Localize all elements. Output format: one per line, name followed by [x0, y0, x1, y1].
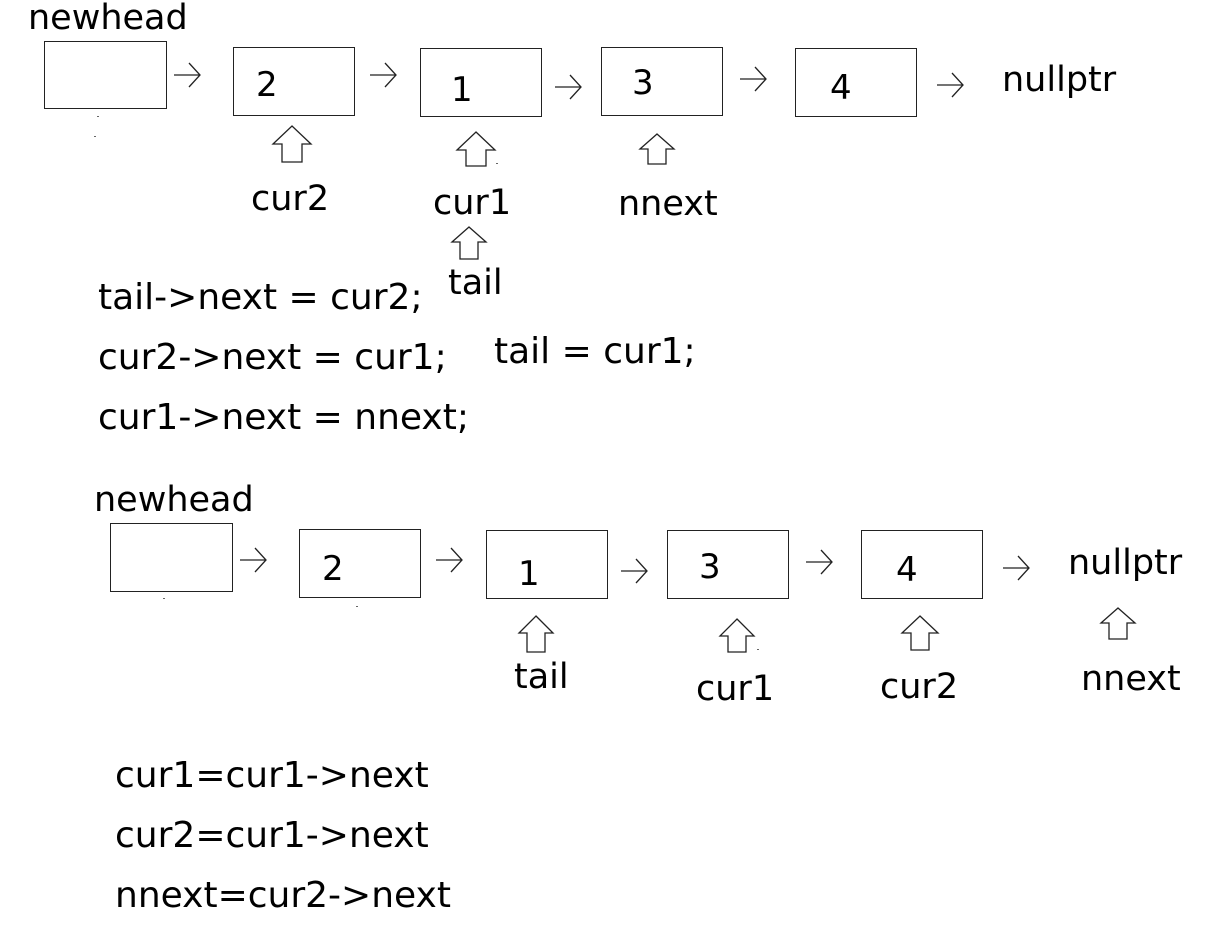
bottom-node-4-value: 4	[896, 550, 918, 590]
stray-dot	[356, 606, 358, 607]
bottom-arrow-2	[619, 556, 649, 586]
bottom-nnext-pointer-icon	[1099, 606, 1144, 646]
top-cur1-pointer-icon	[454, 130, 498, 170]
bottom-newhead-label: newhead	[94, 480, 254, 520]
bottom-node-3: 3	[667, 530, 789, 599]
top-node-4: 4	[795, 48, 917, 117]
top-arrow-1	[368, 60, 398, 90]
top-nnext-label: nnext	[618, 184, 718, 224]
bottom-arrow-0	[238, 545, 268, 575]
top-newhead-node	[44, 41, 167, 109]
bottom-node-3-value: 3	[699, 547, 721, 587]
top-cur1-label: cur1	[433, 183, 512, 223]
top-arrow-0	[172, 60, 202, 90]
bottom-arrow-1	[434, 545, 464, 575]
bottom-node-1: 2	[299, 529, 421, 598]
top-node-2-value: 1	[451, 70, 473, 110]
bottom-cur2-pointer-icon	[899, 614, 943, 654]
bottom-cur1-pointer-icon	[717, 617, 761, 657]
bottom-node-1-value: 2	[322, 549, 344, 589]
bottom-node-2-value: 1	[518, 554, 540, 594]
top-cur2-label: cur2	[251, 179, 330, 219]
code-top-line-2: cur2->next = cur1;	[98, 337, 447, 378]
top-tail-label: tail	[448, 263, 503, 303]
top-arrow-2	[553, 72, 583, 102]
code-top-side: tail = cur1;	[494, 331, 696, 372]
top-node-4-value: 4	[830, 68, 852, 108]
stray-dot	[757, 649, 759, 650]
top-nnext-pointer-icon	[637, 132, 681, 172]
bottom-tail-pointer-icon	[516, 614, 560, 654]
bottom-node-4: 4	[861, 530, 983, 599]
top-arrow-3	[738, 64, 768, 94]
top-arrow-4	[935, 70, 965, 100]
stray-dot	[97, 116, 99, 117]
bottom-arrow-4	[1001, 553, 1031, 583]
bottom-tail-label: tail	[514, 657, 569, 697]
code-bottom-line-3: nnext=cur2->next	[115, 875, 451, 916]
code-top-line-3: cur1->next = nnext;	[98, 397, 469, 438]
stray-dot	[496, 163, 498, 164]
bottom-newhead-node	[110, 523, 233, 592]
top-cur2-pointer-icon	[270, 124, 314, 164]
code-bottom-line-1: cur1=cur1->next	[115, 755, 429, 796]
bottom-null-label: nullptr	[1068, 543, 1183, 583]
top-newhead-label: newhead	[28, 0, 188, 38]
top-tail-pointer-icon	[450, 225, 495, 265]
top-node-2: 1	[420, 48, 542, 117]
code-bottom-line-2: cur2=cur1->next	[115, 815, 429, 856]
top-node-1-value: 2	[256, 65, 278, 105]
top-node-3: 3	[601, 47, 723, 116]
bottom-cur2-label: cur2	[880, 667, 959, 707]
stray-dot	[94, 136, 96, 137]
bottom-arrow-3	[804, 547, 834, 577]
bottom-nnext-label: nnext	[1081, 659, 1181, 699]
top-node-3-value: 3	[632, 63, 654, 103]
code-top-line-1: tail->next = cur2;	[98, 277, 423, 318]
stray-dot	[163, 598, 165, 599]
bottom-node-2: 1	[486, 530, 608, 599]
top-node-1: 2	[233, 47, 355, 116]
top-null-label: nullptr	[1002, 60, 1117, 100]
bottom-cur1-label: cur1	[696, 669, 775, 709]
